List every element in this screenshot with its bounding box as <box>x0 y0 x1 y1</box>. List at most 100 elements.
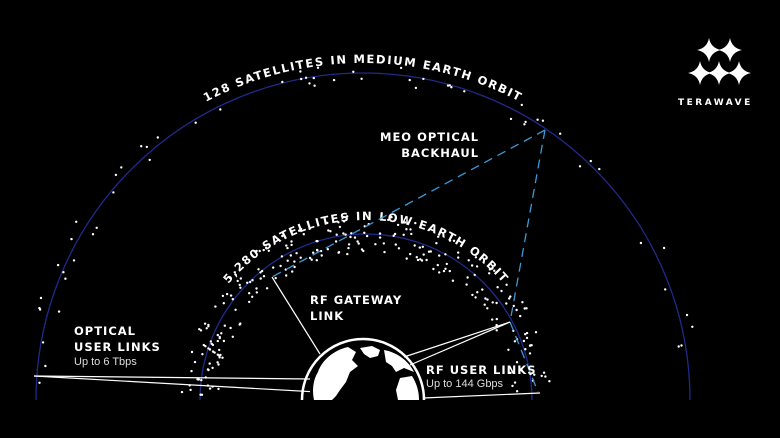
satellite-dot <box>589 159 592 163</box>
satellite-dot <box>308 227 311 230</box>
star-icon <box>688 61 712 85</box>
satellite-dot <box>216 333 219 337</box>
satellite-dot <box>300 77 303 81</box>
meo-optical-backhaul-lines <box>271 129 546 393</box>
satellite-dot <box>315 259 318 262</box>
satellite-dot <box>515 308 518 312</box>
meo-orbit-arc <box>35 72 691 401</box>
satellite-dot <box>346 252 349 256</box>
satellite-dot <box>360 77 363 81</box>
satellite-dot <box>332 78 336 82</box>
satellite-dot <box>258 249 261 253</box>
satellite-dot <box>473 273 476 277</box>
satellite-dot <box>422 77 425 81</box>
satellite-dot <box>289 254 292 257</box>
satellite-dot <box>293 260 296 263</box>
satellite-dot <box>281 80 284 84</box>
satellite-dot <box>312 251 315 254</box>
satellite-dot <box>346 215 349 218</box>
meo-backhaul-line1: MEO OPTICAL <box>380 130 480 144</box>
satellite-dot <box>495 317 498 321</box>
satellite-dot <box>291 270 294 273</box>
satellite-dot <box>234 308 237 311</box>
rf-user-line <box>409 321 511 366</box>
satellite-dot <box>471 293 474 297</box>
satellite-dot <box>238 283 241 287</box>
satellite-dot <box>299 227 303 231</box>
satellite-dot <box>344 233 347 236</box>
satellite-dot <box>216 361 219 364</box>
satellite-dot <box>308 82 311 85</box>
satellite-dot <box>320 254 323 257</box>
satellite-dot <box>544 375 547 378</box>
satellite-dot <box>393 232 397 236</box>
satellite-dot <box>257 268 260 271</box>
leo-orbit-arc <box>199 233 533 401</box>
satellite-dot <box>290 243 293 247</box>
satellite-dot <box>308 256 312 260</box>
satellite-dot <box>316 240 319 243</box>
satellite-dot <box>405 257 408 260</box>
satellite-dot <box>437 235 440 238</box>
satellite-dot <box>521 301 524 304</box>
satellite-dot <box>528 352 532 355</box>
satellite-dot <box>208 387 212 390</box>
satellite-dot <box>525 331 529 335</box>
satellite-dot <box>523 307 526 310</box>
satellite-dot <box>335 233 338 236</box>
satellite-dot <box>457 256 460 259</box>
satellite-dot <box>357 242 360 245</box>
satellite-dot <box>512 304 515 308</box>
satellite-dot <box>425 258 428 262</box>
satellite-dot <box>95 226 98 229</box>
satellite-dot <box>525 336 529 340</box>
satellite-dot <box>451 279 455 282</box>
satellite-dot <box>474 296 477 299</box>
satellite-dot <box>356 240 359 243</box>
satellite-dot <box>255 287 258 290</box>
meo-backhaul-label: MEO OPTICAL BACKHAUL <box>380 129 479 161</box>
satellite-dot <box>444 253 447 256</box>
satellite-dot <box>488 268 492 271</box>
leo-orbit-label: 5,280 SATELLITES IN LOW EARTH ORBIT <box>220 209 512 286</box>
satellite-dot <box>326 248 329 251</box>
satellite-dot <box>390 216 393 219</box>
satellite-dot <box>329 230 332 233</box>
satellite-dot <box>408 78 411 82</box>
satellite-dot <box>402 233 405 236</box>
satellite-dot <box>56 263 60 267</box>
satellite-dot <box>299 70 302 73</box>
satellite-dot <box>259 271 262 274</box>
star-icon <box>718 38 742 62</box>
satellite-dot <box>239 322 242 325</box>
satellite-dot <box>513 381 517 384</box>
satellite-dot <box>218 336 221 340</box>
satellite-dot <box>297 229 301 232</box>
satellite-dot <box>374 243 377 246</box>
optical-user-links-label: OPTICAL USER LINKS <box>74 323 161 355</box>
satellite-dot <box>349 235 352 239</box>
satellite-dot <box>295 252 298 255</box>
satellite-dot <box>452 239 456 242</box>
satellite-dot <box>466 276 469 279</box>
satellite-dot <box>509 295 512 298</box>
satellite-dot <box>219 108 222 111</box>
satellite-dot <box>463 90 466 93</box>
satellite-dot <box>189 388 192 392</box>
satellite-dot <box>397 247 401 250</box>
satellite-dot <box>432 267 435 271</box>
satellite-dot <box>360 248 364 251</box>
satellite-dot <box>180 390 184 394</box>
satellite-dot <box>214 305 217 308</box>
satellite-dot <box>680 344 683 347</box>
satellite-dot <box>392 234 395 237</box>
satellite-dot <box>233 271 236 274</box>
rf-user-links-label: RF USER LINKS <box>426 363 537 377</box>
satellite-dot <box>523 123 526 126</box>
satellite-dot <box>280 255 284 258</box>
satellite-dot <box>216 353 219 356</box>
satellite-dot <box>91 233 95 236</box>
satellite-dot <box>239 286 242 289</box>
meo-orbit-label: 128 SATELLITES IN MEDIUM EARTH ORBIT <box>201 52 525 105</box>
satellite-dot <box>299 256 302 259</box>
